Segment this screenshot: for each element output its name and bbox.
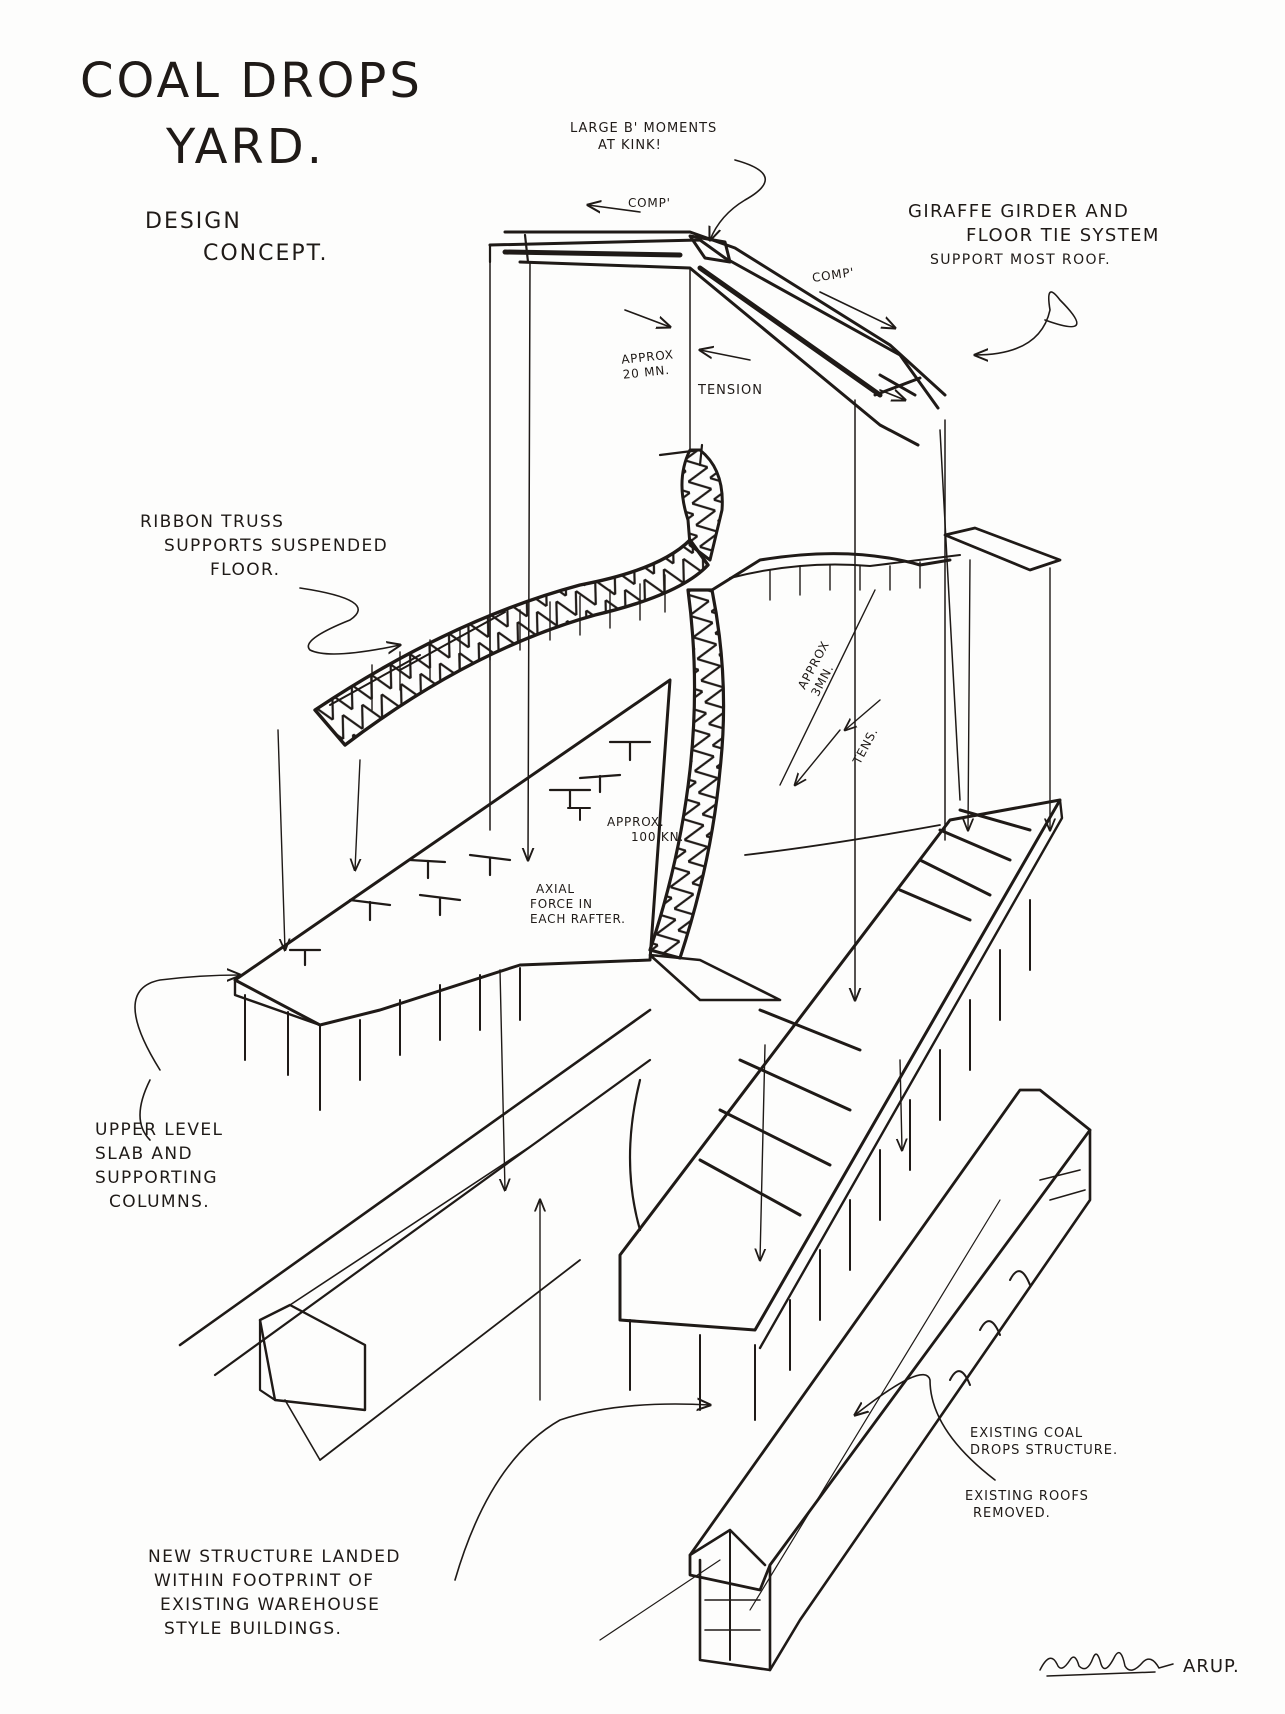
new-structure-note: NEW STRUCTURE LANDED WITHIN FOOTPRINT OF…: [148, 1547, 401, 1639]
design-concept-label: DESIGN CONCEPT.: [145, 209, 329, 266]
approx-20mn-label: APPROX 20 MN.: [620, 347, 675, 382]
existing-structure-note: EXISTING COAL DROPS STRUCTURE.: [970, 1426, 1119, 1458]
ribbon-truss: [313, 443, 724, 747]
ribbon-truss-note: RIBBON TRUSS SUPPORTS SUSPENDED FLOOR.: [140, 512, 389, 580]
hanger-lines: [489, 249, 961, 1000]
ribbon-hangers: [277, 574, 666, 950]
signature: [1039, 1651, 1174, 1677]
axial-force-note: AXIAL FORCE IN EACH RAFTER.: [530, 882, 626, 926]
upper-level-note: UPPER LEVEL SLAB AND SUPPORTING COLUMNS.: [95, 1120, 224, 1212]
approx-100kn-label: APPROX. 100 kN.: [607, 815, 684, 844]
arup-label: ARUP.: [1183, 1656, 1240, 1677]
tension-label: TENSION: [698, 383, 763, 398]
giraffe-girder: [488, 230, 947, 447]
left-upper-slab: [233, 678, 672, 1111]
existing-roofs-note: EXISTING ROOFS REMOVED.: [965, 1489, 1089, 1521]
left-warehouse: [178, 969, 652, 1461]
page-title: COAL DROPS YARD.: [80, 53, 423, 175]
rear-roof-hangers: [769, 559, 1050, 830]
force-arrows: [588, 159, 1078, 400]
giraffe-girder-note: GIRAFFE GIRDER AND FLOOR TIE SYSTEM SUPP…: [908, 201, 1160, 268]
moments-note: LARGE B' MOMENTS AT KINK!: [570, 121, 718, 153]
right-coal-drops: [599, 1088, 1092, 1672]
central-truss: [648, 526, 1062, 1002]
leader-lines: [134, 587, 996, 1581]
comp-left-label: COMP': [628, 196, 671, 210]
right-long-slab: [618, 798, 1064, 1421]
